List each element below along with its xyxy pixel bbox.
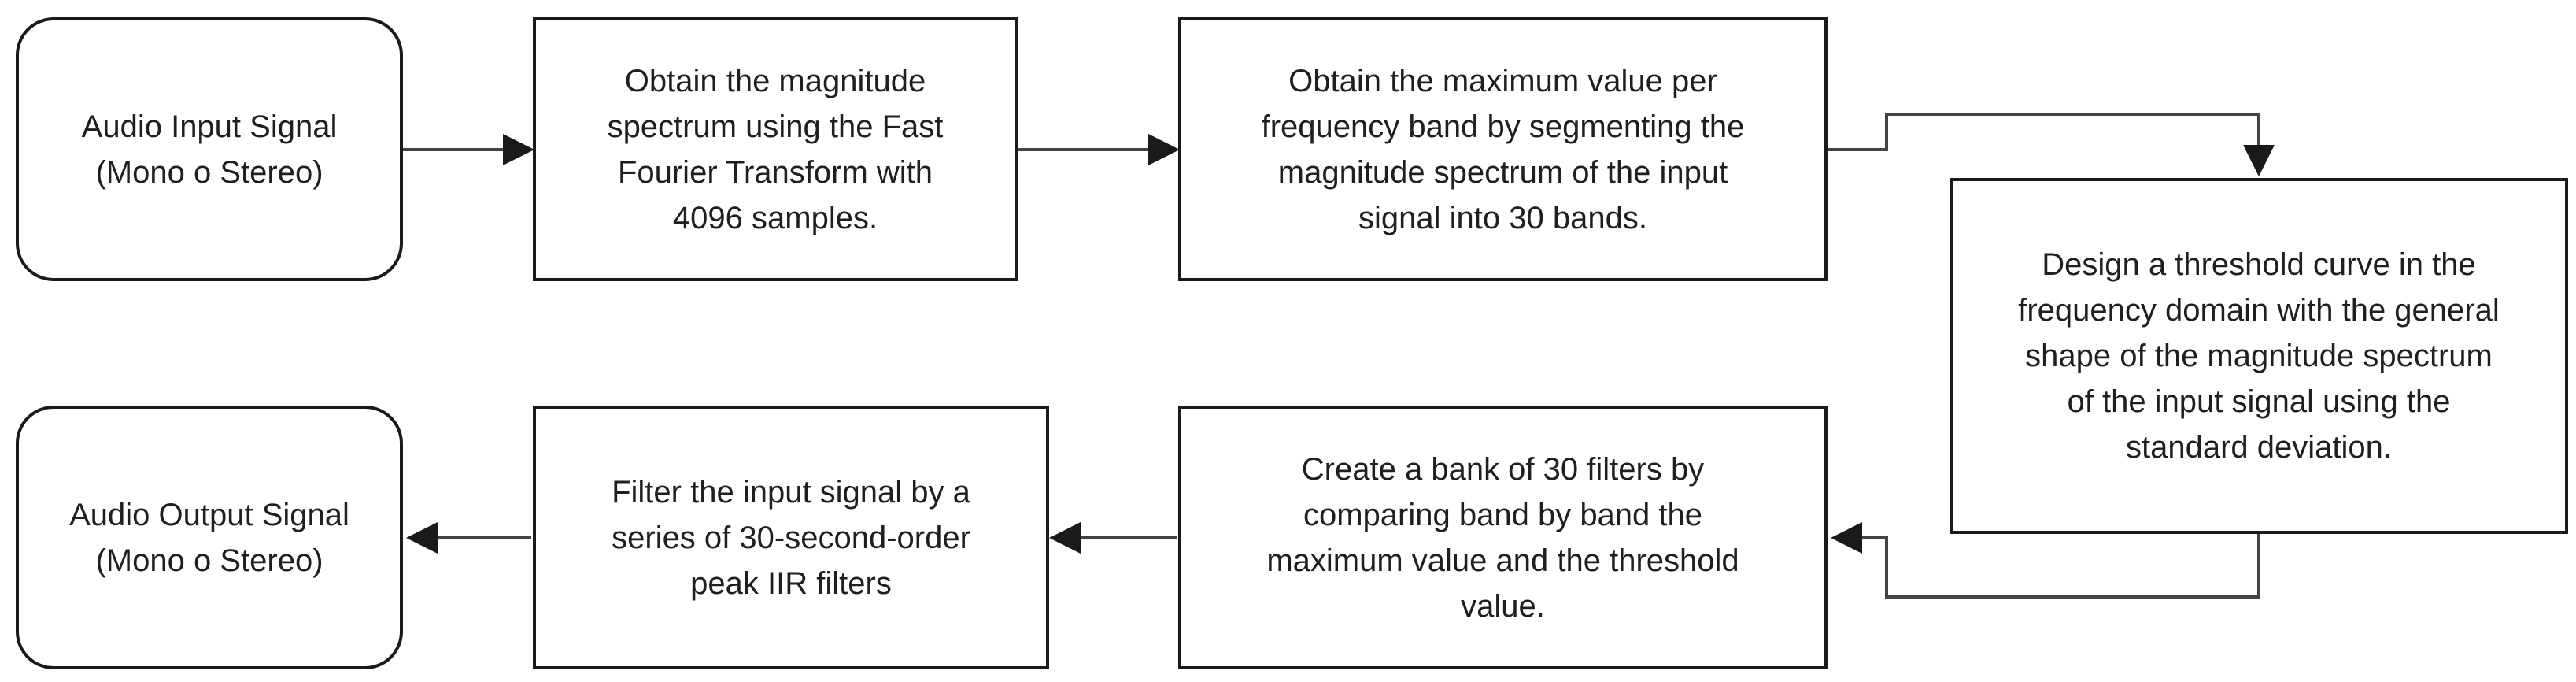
audio-output-node: Audio Output Signal(Mono o Stereo) [16,406,403,669]
audio-output-label: Audio Output Signal(Mono o Stereo) [69,497,349,578]
audio-input-label: Audio Input Signal(Mono o Stereo) [81,109,338,190]
audio-input-node: Audio Input Signal(Mono o Stereo) [16,17,403,281]
arrow-max-band-to-threshold [1828,113,2275,176]
arrow-threshold-to-filter-bank [1831,522,2260,599]
